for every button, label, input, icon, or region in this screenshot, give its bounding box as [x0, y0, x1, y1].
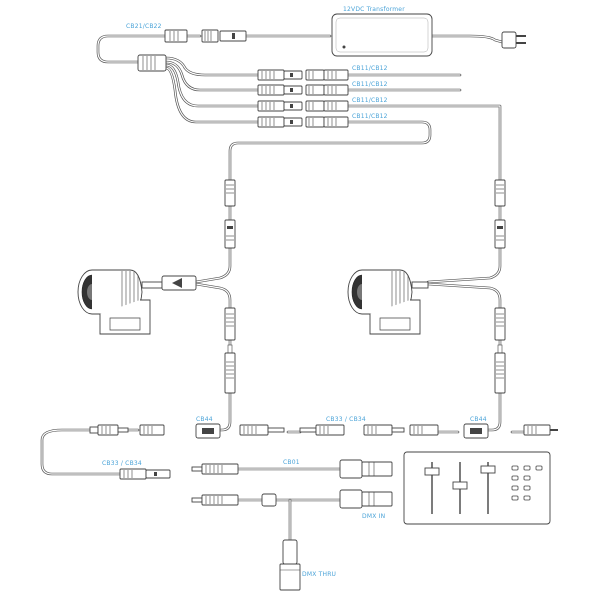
transformer-box [331, 13, 433, 57]
vertical-connectors-left [224, 179, 236, 394]
xlr-connector-1-icon [339, 459, 393, 479]
label-ext-3: CB11/CB12 [352, 97, 388, 104]
vertical-connectors-right [494, 179, 506, 394]
label-ext-1: CB11/CB12 [352, 65, 388, 72]
label-splitter: CB21/CB22 [126, 23, 162, 30]
xlr-connector-2-icon [339, 489, 393, 509]
label-cb44-left: CB44 [196, 416, 213, 423]
extension-connectors [257, 69, 349, 128]
cable-splitter-branches [164, 56, 260, 124]
cable-right-chain [426, 203, 502, 432]
cable-splitter-loop [96, 34, 167, 64]
spotlight-left-icon [77, 269, 163, 335]
cable-cb01-dmx [236, 467, 342, 542]
label-transformer: 12VDC Transformer [343, 6, 405, 13]
dmx-left-terminal [119, 468, 171, 480]
splitter-block [137, 29, 188, 72]
spotlight-right-icon [347, 269, 429, 335]
ac-plug-icon [501, 31, 526, 49]
cable-ac-plug [430, 34, 504, 44]
dmx-controller-icon [403, 451, 551, 525]
label-cb01: CB01 [283, 459, 300, 466]
label-cb33-mid: CB33 / CB34 [326, 416, 366, 423]
label-dmx-in: DMX IN [362, 513, 385, 520]
dmx-row-connectors [89, 423, 558, 439]
cable-extension-outputs [228, 73, 502, 182]
dmx-in-cable [191, 493, 277, 507]
label-dmx-thru: DMX THRU [302, 571, 336, 578]
dc-jack-transformer [201, 29, 247, 43]
label-cb44-right: CB44 [470, 416, 487, 423]
cable-dmx-horizontal [40, 428, 532, 476]
cb01-cable [191, 463, 239, 475]
y-splitter-left [161, 275, 197, 291]
label-ext-4: CB11/CB12 [352, 113, 388, 120]
label-ext-2: CB11/CB12 [352, 81, 388, 88]
xlr-thru-icon [279, 539, 301, 591]
label-cb33-left: CB33 / CB34 [102, 460, 142, 467]
